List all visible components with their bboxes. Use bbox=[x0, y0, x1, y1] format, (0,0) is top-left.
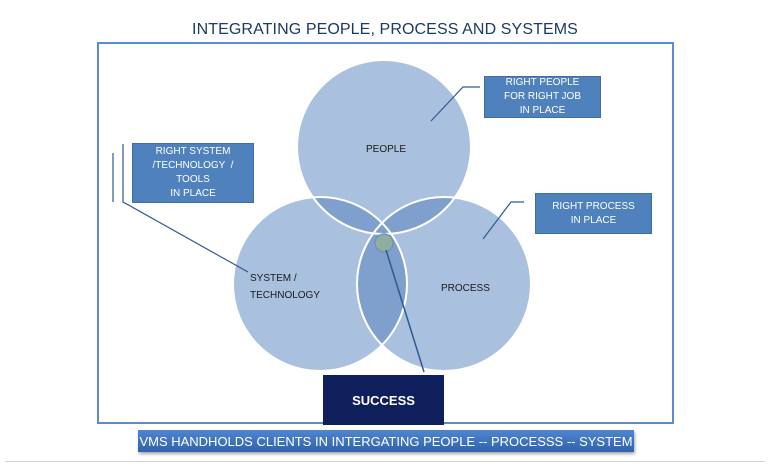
diagram-title: INTEGRATING PEOPLE, PROCESS AND SYSTEMS bbox=[192, 21, 578, 38]
system-callout-line3: TOOLS bbox=[176, 174, 210, 185]
process-circle bbox=[357, 197, 531, 371]
people-callout-line3: IN PLACE bbox=[519, 105, 566, 116]
people-circle bbox=[297, 60, 471, 234]
success-box: SUCCESS bbox=[323, 375, 444, 425]
system-callout-line2: /TECHNOLOGY / bbox=[152, 160, 234, 171]
process-callout-connector bbox=[482, 201, 524, 240]
summary-banner: VMS HANDHOLDS CLIENTS IN INTERGATING PEO… bbox=[138, 430, 634, 452]
people-label: PEOPLE bbox=[366, 144, 407, 155]
people-callout-line1: RIGHT PEOPLE bbox=[505, 77, 580, 88]
people-callout-line2: FOR RIGHT JOB bbox=[503, 91, 582, 102]
process-callout: RIGHT PROCESS IN PLACE bbox=[535, 193, 652, 234]
process-outline bbox=[356, 196, 532, 372]
system-callout-connector bbox=[122, 144, 249, 273]
system-label: SYSTEM / TECHNOLOGY bbox=[250, 270, 320, 304]
process-callout-line2: IN PLACE bbox=[570, 214, 617, 226]
system-callout: RIGHT SYSTEM /TECHNOLOGY / TOOLS IN PLAC… bbox=[132, 143, 254, 203]
people-callout: RIGHT PEOPLE FOR RIGHT JOB IN PLACE bbox=[484, 76, 601, 118]
system-outline bbox=[232, 196, 408, 372]
process-callout-line1: RIGHT PROCESS bbox=[552, 200, 635, 212]
system-label-line2: TECHNOLOGY bbox=[250, 290, 321, 301]
bottom-divider bbox=[5, 461, 765, 462]
system-circle bbox=[233, 197, 407, 371]
process-label: PROCESS bbox=[441, 283, 490, 294]
people-callout-connector bbox=[430, 86, 480, 122]
system-label-line1: SYSTEM / bbox=[250, 273, 297, 284]
center-to-success-line bbox=[385, 249, 425, 373]
center-node bbox=[374, 233, 394, 253]
system-callout-line1: RIGHT SYSTEM bbox=[155, 146, 231, 157]
system-callout-line4: IN PLACE bbox=[170, 188, 216, 199]
